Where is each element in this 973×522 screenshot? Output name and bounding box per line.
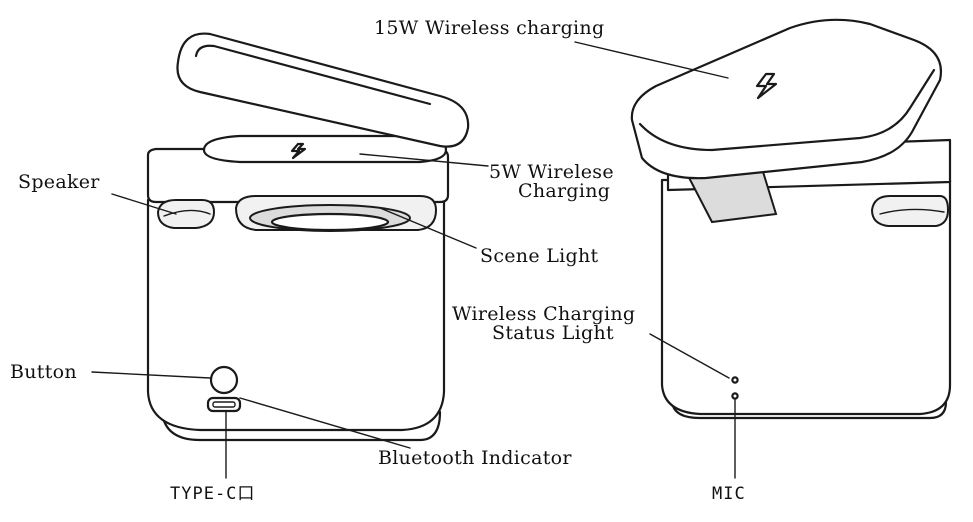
label-15w-wireless-charging: 15W Wireless charging: [374, 17, 605, 39]
left-5w-pad: [202, 134, 448, 164]
right-body: [660, 178, 952, 416]
label-status-light-line2: Status Light: [492, 322, 614, 344]
status-light-dot: [731, 376, 739, 384]
left-charging-icon: [290, 142, 307, 160]
left-device: [146, 32, 470, 442]
left-open-lid: [176, 32, 470, 148]
label-5w-line2: Charging: [518, 180, 611, 202]
leader-15w: [574, 41, 729, 79]
left-lid-edge: [194, 44, 432, 106]
left-type-c-inner: [212, 401, 236, 408]
label-speaker: Speaker: [18, 171, 100, 193]
right-speaker-opening: [870, 195, 950, 227]
right-charging-icon: [755, 72, 778, 100]
label-button: Button: [10, 361, 77, 383]
leader-button: [91, 371, 211, 379]
left-speaker-opening: [156, 199, 216, 229]
left-button: [209, 365, 239, 395]
right-device: [630, 18, 952, 420]
left-scene-light-core: [270, 212, 390, 232]
leader-speaker: [111, 193, 177, 215]
label-mic: MIC: [712, 484, 746, 504]
leader-bluetooth: [239, 397, 411, 449]
left-type-c-port: [206, 396, 242, 413]
label-bluetooth-indicator: Bluetooth Indicator: [378, 447, 572, 469]
label-5w-line1: 5W Wirelese: [489, 161, 614, 183]
right-speaker-grille: [879, 208, 945, 215]
left-speaker-grille: [163, 209, 211, 217]
leader-status-light: [649, 333, 730, 379]
leader-lines: [91, 41, 736, 479]
label-status-light-line1: Wireless Charging: [452, 303, 636, 325]
right-pad-edge: [638, 68, 936, 152]
mic-hole: [731, 392, 739, 400]
leader-scene-light: [379, 207, 477, 249]
leader-5w: [359, 153, 489, 167]
label-type-c: TYPE-C口: [170, 484, 256, 504]
left-body: [146, 198, 446, 432]
label-scene-light: Scene Light: [480, 245, 599, 267]
